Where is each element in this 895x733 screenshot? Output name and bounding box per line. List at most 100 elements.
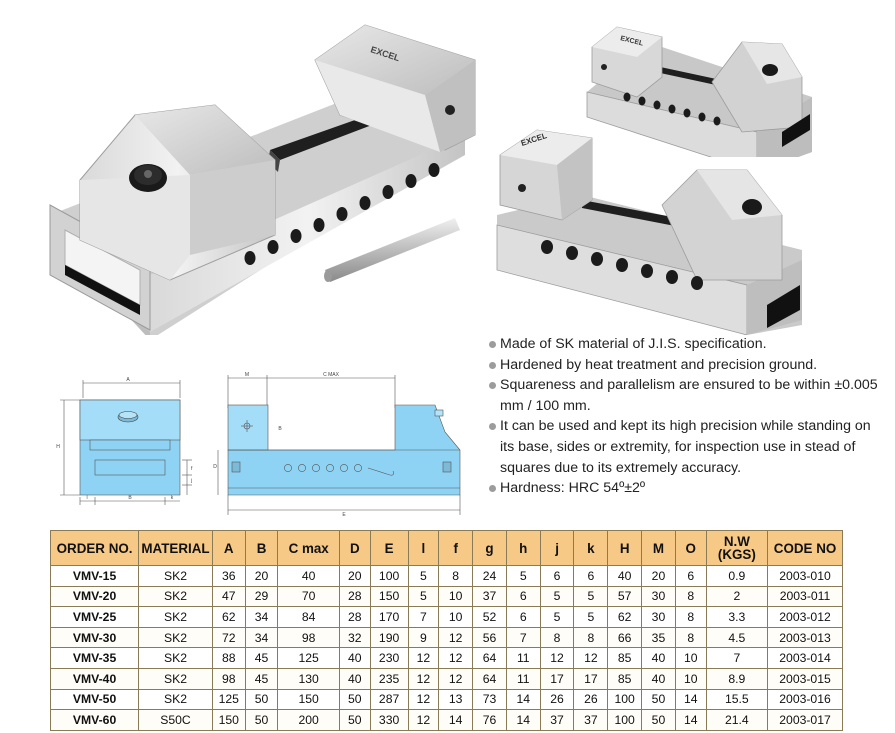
table-cell: 100	[369, 565, 409, 587]
order-number-cell: VMV-60	[49, 709, 140, 731]
table-cell: 9	[407, 626, 440, 649]
table-cell: 85	[607, 667, 643, 690]
feature-item: It can be used and kept its high precisi…	[488, 416, 888, 478]
dim-d-label: D	[213, 464, 217, 470]
table-cell: 8	[539, 626, 575, 649]
table-cell: 10	[674, 667, 707, 690]
table-cell: 2	[705, 585, 769, 608]
table-cell: 8	[438, 565, 474, 587]
table-cell: 2003-010	[767, 565, 843, 587]
table-cell: 15.5	[705, 688, 769, 711]
table-cell: 34	[244, 626, 279, 649]
table-cell: 11	[505, 667, 541, 690]
table-cell: 287	[369, 688, 409, 711]
table-cell: 35	[641, 626, 676, 649]
table-cell: 10	[674, 647, 707, 669]
column-header: f	[438, 530, 474, 566]
table-cell: 98	[211, 667, 246, 690]
table-cell: 30	[641, 606, 676, 628]
feature-item: Made of SK material of J.I.S. specificat…	[488, 334, 888, 355]
table-cell: 40	[607, 565, 643, 587]
column-header: j	[539, 530, 575, 566]
dim-e-label: E	[342, 512, 346, 518]
table-cell: 14	[674, 709, 707, 731]
column-header: k	[573, 530, 609, 566]
table-cell: 150	[277, 688, 340, 711]
dim-cmax-label: C MAX	[323, 372, 340, 378]
table-cell: SK2	[138, 688, 213, 711]
table-cell: 8	[573, 626, 609, 649]
table-cell: 5	[539, 606, 575, 628]
table-cell: 14	[505, 688, 541, 711]
table-cell: 2003-011	[767, 585, 843, 608]
table-cell: SK2	[138, 647, 213, 669]
table-cell: 10	[438, 606, 474, 628]
table-cell: 6	[505, 606, 541, 628]
table-cell: 5	[573, 606, 609, 628]
table-cell: 12	[438, 667, 474, 690]
dim-a-label: A	[126, 377, 130, 383]
table-cell: 45	[244, 667, 279, 690]
table-cell: 330	[369, 709, 409, 731]
table-cell: 62	[211, 606, 246, 628]
table-cell: 20	[641, 565, 676, 587]
table-cell: 62	[607, 606, 643, 628]
feature-item: Hardness: HRC 54º±2º	[488, 478, 888, 499]
column-header: D	[338, 530, 371, 566]
table-cell: 5	[505, 565, 541, 587]
table-cell: SK2	[138, 667, 213, 690]
table-cell: 6	[505, 585, 541, 608]
table-cell: 0.9	[705, 565, 769, 587]
table-cell: 64	[472, 647, 507, 669]
table-cell: 40	[641, 667, 676, 690]
dim-b-label: B	[128, 495, 132, 501]
table-cell: 40	[338, 667, 371, 690]
order-number-cell: VMV-30	[49, 626, 140, 649]
small-vise-photo-middle: EXCEL	[496, 129, 802, 335]
table-cell: 45	[244, 647, 279, 669]
table-cell: 200	[277, 709, 340, 731]
column-header: B	[244, 530, 279, 566]
order-number-cell: VMV-20	[49, 585, 140, 608]
table-cell: 34	[244, 606, 279, 628]
table-cell: 8	[674, 606, 707, 628]
column-header: ORDER NO.	[49, 530, 140, 566]
feature-item: Hardened by heat treatment and precision…	[488, 355, 888, 376]
table-cell: 2003-016	[767, 688, 843, 711]
table-cell: 8	[674, 626, 707, 649]
dim-k-label: k	[171, 495, 174, 501]
table-cell: 29	[244, 585, 279, 608]
table-cell: 14	[505, 709, 541, 731]
table-cell: 190	[369, 626, 409, 649]
table-cell: 6	[573, 565, 609, 587]
table-cell: 12	[573, 647, 609, 669]
column-header: H	[607, 530, 643, 566]
table-cell: 50	[338, 688, 371, 711]
table-cell: 170	[369, 606, 409, 628]
column-header: A	[211, 530, 246, 566]
column-header: MATERIAL	[138, 530, 213, 566]
table-cell: 230	[369, 647, 409, 669]
table-cell: 72	[211, 626, 246, 649]
table-cell: 37	[472, 585, 507, 608]
table-cell: 40	[338, 647, 371, 669]
feature-item: Squareness and parallelism are ensured t…	[488, 375, 888, 416]
table-cell: 100	[607, 688, 643, 711]
table-cell: 36	[211, 565, 246, 587]
table-cell: 13	[438, 688, 474, 711]
table-cell: 8	[674, 585, 707, 608]
front-view-drawing	[60, 380, 192, 505]
table-cell: 5	[539, 585, 575, 608]
technical-drawing: A H B l k f j M C MAX B	[56, 372, 461, 518]
table-cell: 40	[277, 565, 340, 587]
table-cell: 21.4	[705, 709, 769, 731]
table-cell: 47	[211, 585, 246, 608]
table-cell: 130	[277, 667, 340, 690]
